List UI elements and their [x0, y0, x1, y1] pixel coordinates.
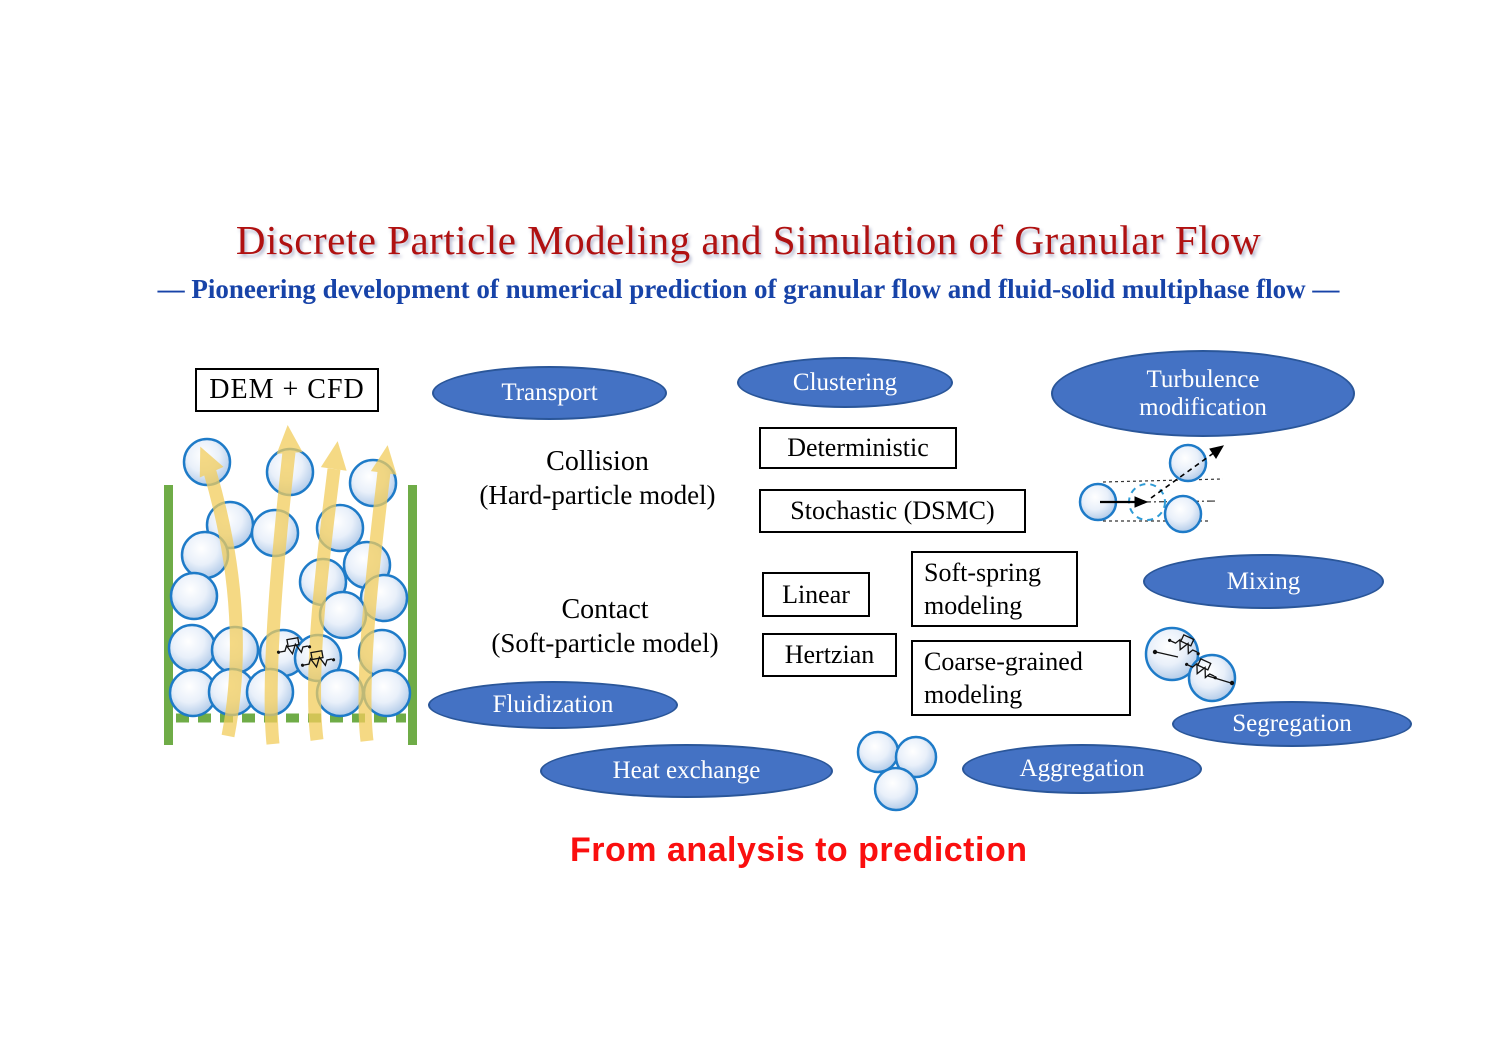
collision-label: Collision: [546, 446, 649, 477]
coarse-grained-modeling-box: Coarse-grained modeling: [911, 640, 1131, 716]
ellipse-segregation-label: Segregation: [1232, 710, 1352, 737]
contact-pair-illustration: [1144, 626, 1237, 703]
ellipse-mixing-label: Mixing: [1226, 567, 1301, 595]
container-right-wall: [408, 485, 417, 745]
container-left-wall: [164, 485, 173, 745]
contact-label: Contact: [561, 594, 649, 625]
contact-label-group: Contact (Soft-particle model): [455, 594, 755, 660]
gas-flow-arrows: [199, 425, 397, 745]
soft-spring-label-line1: Soft-spring: [924, 558, 1041, 587]
particle-cluster-icon: [856, 730, 938, 812]
fluidized-bed-illustration: [164, 425, 417, 745]
soft-spring-label-line2: modeling: [924, 591, 1023, 620]
coarse-grained-label-line2: modeling: [924, 680, 1023, 709]
page-title: Discrete Particle Modeling and Simulatio…: [235, 217, 1262, 263]
page-subtitle: ― Pioneering development of numerical pr…: [157, 274, 1340, 304]
deterministic-label: Deterministic: [787, 433, 929, 462]
dem-cfd-box: DEM + CFD: [195, 368, 379, 412]
ellipse-clustering: Clustering: [737, 357, 953, 408]
collision-diagram: [1078, 443, 1225, 534]
dem-cfd-label: DEM + CFD: [209, 374, 365, 405]
ellipse-segregation: Segregation: [1172, 701, 1412, 747]
ellipse-clustering-label: Clustering: [792, 368, 898, 396]
ellipse-turbulence-label-line2: modification: [1139, 393, 1267, 421]
contact-sublabel: (Soft-particle model): [491, 628, 719, 658]
ellipse-turbulence-label-line1: Turbulence: [1146, 365, 1260, 393]
ellipse-transport-label: Transport: [501, 379, 598, 406]
ellipse-fluidization-label: Fluidization: [492, 691, 614, 718]
collision-label-group: Collision (Hard-particle model): [450, 446, 745, 512]
ellipse-heat-exchange-label: Heat exchange: [612, 757, 761, 784]
linear-label: Linear: [782, 579, 850, 609]
hertzian-label: Hertzian: [784, 640, 875, 669]
collision-sublabel: (Hard-particle model): [479, 480, 716, 510]
linear-box: Linear: [762, 572, 870, 617]
deterministic-box: Deterministic: [759, 427, 957, 469]
stochastic-dsmc-label: Stochastic (DSMC): [790, 496, 995, 525]
ellipse-mixing: Mixing: [1143, 554, 1384, 609]
ellipse-fluidization: Fluidization: [428, 681, 678, 729]
ellipse-transport: Transport: [432, 366, 667, 420]
ellipse-turbulence-modification: Turbulence modification: [1051, 350, 1355, 437]
coarse-grained-label-line1: Coarse-grained: [924, 647, 1083, 676]
ellipse-aggregation-label: Aggregation: [1019, 755, 1145, 782]
footer-message: From analysis to prediction: [570, 831, 1028, 869]
ellipse-heat-exchange: Heat exchange: [540, 744, 833, 798]
stochastic-dsmc-box: Stochastic (DSMC): [759, 489, 1026, 533]
ellipse-aggregation: Aggregation: [962, 744, 1202, 794]
soft-spring-modeling-box: Soft-spring modeling: [911, 551, 1078, 627]
hertzian-box: Hertzian: [762, 633, 897, 677]
